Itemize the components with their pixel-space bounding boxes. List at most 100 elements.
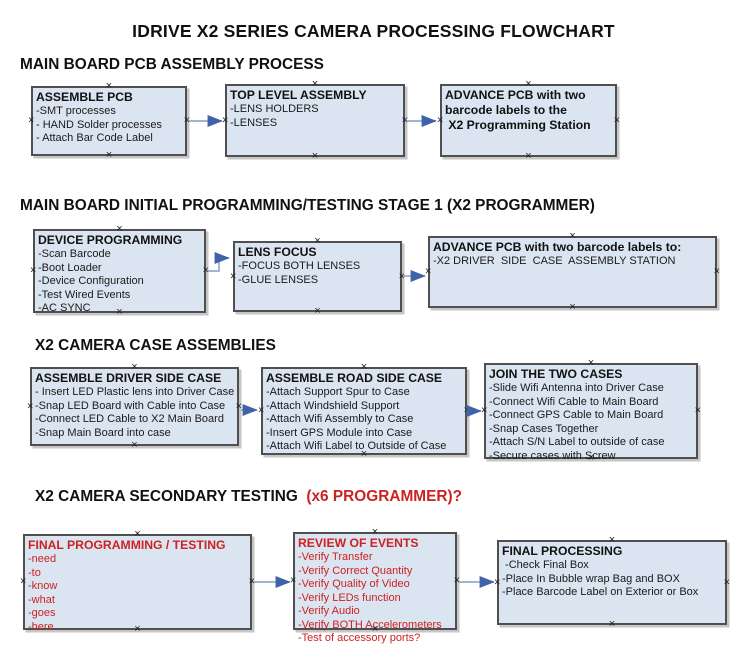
section-heading-secondary-testing: X2 CAMERA SECONDARY TESTING (x6 PROGRAMM…	[35, 488, 462, 506]
box-title: REVIEW OF EVENTS	[298, 536, 419, 550]
box-item: -Snap LED Board with Cable into Case	[35, 399, 226, 412]
connection-point-icon	[222, 115, 228, 126]
box-title: DEVICE PROGRAMMING	[38, 233, 183, 247]
box-title: ASSEMBLE PCB	[36, 90, 133, 104]
connection-point-icon	[464, 406, 470, 417]
box-item: -Verify Correct Quantity	[298, 564, 413, 577]
box-item: -Connect LED Cable to X2 Main Board	[35, 413, 224, 425]
box-item: -what	[28, 593, 55, 606]
connection-point-icon	[714, 267, 720, 278]
box-item: -LENSES	[230, 116, 278, 129]
box-item: -Slide Wifi Antenna into Driver Case	[489, 382, 664, 394]
connection-point-icon	[184, 116, 190, 127]
box-item: -Connect GPS Cable to Main Board	[489, 409, 664, 421]
connection-point-icon	[27, 401, 33, 412]
section-heading-secondary-testing-black: X2 CAMERA SECONDARY TESTING	[35, 488, 303, 505]
connection-point-icon	[724, 577, 730, 588]
box-item: -need	[28, 553, 57, 565]
box-item: -Place Barcode Label on Exterior or Box	[502, 586, 699, 598]
connection-point-icon	[695, 406, 701, 417]
connection-point-icon	[249, 577, 255, 588]
box-item: -SMT processes	[36, 105, 116, 117]
box-item: -Verify Audio	[298, 605, 360, 617]
box-title: FINAL PROGRAMMING / TESTING	[28, 538, 226, 552]
box-item: -goes	[28, 607, 56, 619]
box-item: -Verify BOTH Accelerometers	[298, 618, 442, 631]
box-item: -Attach Support Spur to Case	[266, 386, 410, 398]
box-item: -know	[28, 580, 58, 592]
box-item: - Insert LED Plastic lens into Driver Ca…	[35, 386, 235, 398]
flow-box-lens-focus: LENS FOCUS -FOCUS BOTH LENSES -GLUE LENS…	[233, 241, 402, 312]
box-item: -Verify Quality of Video	[298, 578, 410, 590]
flow-box-assemble-pcb: ASSEMBLE PCB -SMT processes - HAND Solde…	[31, 86, 187, 156]
flow-box-review-of-events: REVIEW OF EVENTS -Verify Transfer -Verif…	[290, 532, 460, 644]
connection-point-icon	[614, 115, 620, 126]
section-heading-case-assemblies: X2 CAMERA CASE ASSEMBLIES	[35, 337, 276, 354]
connection-point-icon	[290, 576, 296, 587]
box-item: -to	[28, 566, 41, 579]
flow-box-join-the-two-cases: JOIN THE TWO CASES -Slide Wifi Antenna i…	[481, 363, 701, 462]
flow-box-assemble-driver-side-case: ASSEMBLE DRIVER SIDE CASE - Insert LED P…	[30, 367, 239, 446]
box-item: -Boot Loader	[38, 261, 102, 274]
box-title: TOP LEVEL ASSEMBLY	[230, 88, 367, 102]
box-title: FINAL PROCESSING	[502, 544, 623, 558]
flow-box-advance-pcb-programming-station: ADVANCE PCB with two barcode labels to t…	[440, 84, 617, 157]
section-heading-pcb-assembly: MAIN BOARD PCB ASSEMBLY PROCESS	[20, 56, 324, 73]
connection-point-icon	[28, 116, 34, 127]
connection-point-icon	[494, 577, 500, 588]
connection-point-icon	[258, 406, 264, 417]
connection-point-icon	[20, 577, 26, 588]
box-title: ASSEMBLE DRIVER SIDE CASE	[35, 371, 222, 385]
box-item: -Verify LEDs function	[298, 591, 401, 604]
page-title: IDRIVE X2 SERIES CAMERA PROCESSING FLOWC…	[132, 21, 615, 41]
flow-box-assemble-road-side-case: ASSEMBLE ROAD SIDE CASE -Attach Support …	[261, 367, 467, 455]
connection-point-icon	[402, 115, 408, 126]
flow-arrow	[208, 252, 230, 272]
connection-point-icon	[230, 271, 236, 282]
flow-box-final-programming-testing: FINAL PROGRAMMING / TESTING -need -to -k…	[20, 534, 255, 633]
box-item: -Insert GPS Module into Case	[266, 426, 413, 439]
box-item: -GLUE LENSES	[238, 273, 319, 286]
connection-point-icon	[236, 401, 242, 412]
box-title: LENS FOCUS	[238, 245, 317, 259]
section-heading-initial-programming: MAIN BOARD INITIAL PROGRAMMING/TESTING S…	[20, 197, 595, 214]
box-item: -Verify Transfer	[298, 551, 373, 563]
box-item: -AC SYNC	[38, 302, 91, 314]
box-item: -Snap Main Board into case	[35, 426, 171, 439]
box-item: -Attach S/N Label to outside of case	[489, 436, 665, 448]
connection-point-icon	[30, 266, 36, 277]
box-item: -here	[28, 620, 54, 633]
box-item: -Connect Wifi Cable to Main Board	[489, 395, 659, 408]
connection-point-icon	[399, 271, 405, 282]
box-item: - Attach Bar Code Label	[36, 132, 153, 144]
box-item: -Attach Windshield Support	[266, 399, 400, 412]
box-item: -Check Final Box	[502, 559, 589, 571]
flow-box-device-programming: DEVICE PROGRAMMING -Scan Barcode -Boot L…	[30, 229, 209, 314]
box-item: -Secure cases with Screw	[489, 449, 616, 462]
box-item: -Attach Wifi Assembly to Case	[266, 413, 414, 425]
box-item: -Attach Wifi Label to Outside of Case	[266, 440, 447, 452]
box-item: -Scan Barcode	[38, 248, 111, 260]
flow-box-final-processing: FINAL PROCESSING -Check Final Box -Place…	[497, 540, 727, 625]
box-item: -Snap Cases Together	[489, 422, 599, 435]
box-title: ADVANCE PCB with two barcode labels to:	[433, 240, 682, 254]
connection-point-icon	[203, 266, 209, 277]
connection-point-icon	[425, 267, 431, 278]
box-item: -LENS HOLDERS	[230, 103, 319, 115]
flow-box-advance-pcb-driver-side-station: ADVANCE PCB with two barcode labels to: …	[428, 236, 717, 308]
box-item: -X2 DRIVER SIDE CASE ASSEMBLY STATION	[433, 255, 676, 267]
connection-point-icon	[481, 406, 487, 417]
connection-point-icon	[437, 115, 443, 126]
box-item: -FOCUS BOTH LENSES	[238, 260, 361, 272]
box-item: -Place In Bubble wrap Bag and BOX	[502, 572, 680, 585]
section-heading-secondary-testing-red: (x6 PROGRAMMER)?	[302, 488, 462, 505]
box-item: -Test of accessory ports?	[298, 632, 421, 644]
box-item: -Device Configuration	[38, 275, 144, 287]
box-item: -Test Wired Events	[38, 288, 131, 301]
flow-box-top-level-assembly: TOP LEVEL ASSEMBLY -LENS HOLDERS -LENSES	[225, 84, 405, 157]
connection-point-icon	[454, 576, 460, 587]
box-title: ASSEMBLE ROAD SIDE CASE	[266, 371, 443, 385]
box-title: ADVANCE PCB with two barcode labels to t…	[445, 88, 591, 132]
box-title: JOIN THE TWO CASES	[489, 367, 623, 381]
